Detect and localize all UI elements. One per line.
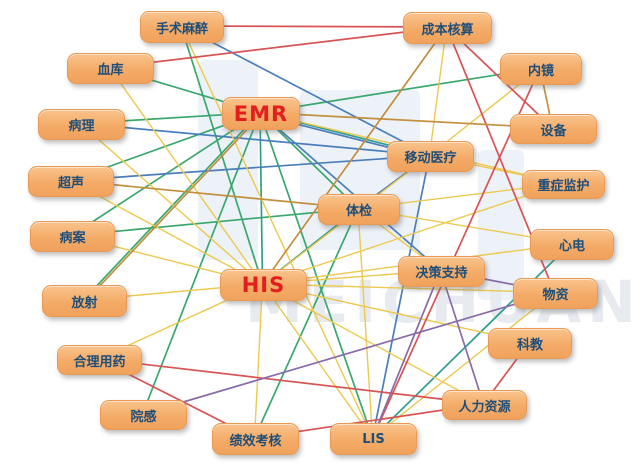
- edge-mobile_medical-lis: [371, 154, 431, 439]
- node-hospital_infection: 院感: [100, 400, 187, 430]
- edge-mobile_medical-cost_accounting: [428, 26, 448, 157]
- node-physical_exam: 体检: [318, 194, 400, 225]
- edge-ultrasound-his: [69, 179, 264, 285]
- node-cost_accounting: 成本核算: [403, 12, 492, 44]
- node-blood_bank: 血库: [67, 53, 154, 84]
- node-icu: 重症监护: [522, 170, 605, 199]
- edge-hospital_infection-materials: [141, 291, 556, 415]
- node-surgery_anesthesia: 手术麻醉: [140, 11, 224, 43]
- edge-materials-lis: [371, 291, 556, 439]
- node-medical_records: 病案: [30, 221, 115, 252]
- node-decision_support: 决策支持: [398, 256, 485, 287]
- node-radiology: 放射: [42, 285, 127, 317]
- edge-blood_bank-cost_accounting: [108, 26, 448, 69]
- node-science_education: 科教: [488, 328, 572, 359]
- node-rational_drug: 合理用药: [57, 345, 142, 375]
- node-equipment: 设备: [510, 114, 597, 144]
- node-performance: 绩效考核: [212, 423, 299, 455]
- node-human_resources: 人力资源: [442, 390, 527, 420]
- node-materials: 物资: [513, 278, 598, 309]
- edge-ecg-lis: [371, 242, 572, 439]
- node-emr: EMR: [222, 97, 300, 130]
- edge-his-science_education: [261, 283, 530, 344]
- edge-his-performance: [253, 283, 264, 439]
- node-ecg: 心电: [530, 229, 614, 260]
- node-endoscopy: 内镜: [500, 53, 582, 85]
- node-pathology: 病理: [38, 109, 125, 140]
- node-mobile_medical: 移动医疗: [387, 141, 474, 172]
- edge-his-human_resources: [261, 283, 485, 405]
- node-ultrasound: 超声: [28, 166, 114, 197]
- edge-decision_support-lis: [371, 269, 442, 439]
- node-lis: LIS: [330, 423, 417, 455]
- edge-surgery_anesthesia-cost_accounting: [180, 25, 448, 28]
- node-his: HIS: [220, 269, 307, 301]
- edge-his-lis: [261, 283, 374, 439]
- edge-decision_support-human_resources: [439, 269, 485, 405]
- edge-rational_drug-human_resources: [97, 358, 485, 405]
